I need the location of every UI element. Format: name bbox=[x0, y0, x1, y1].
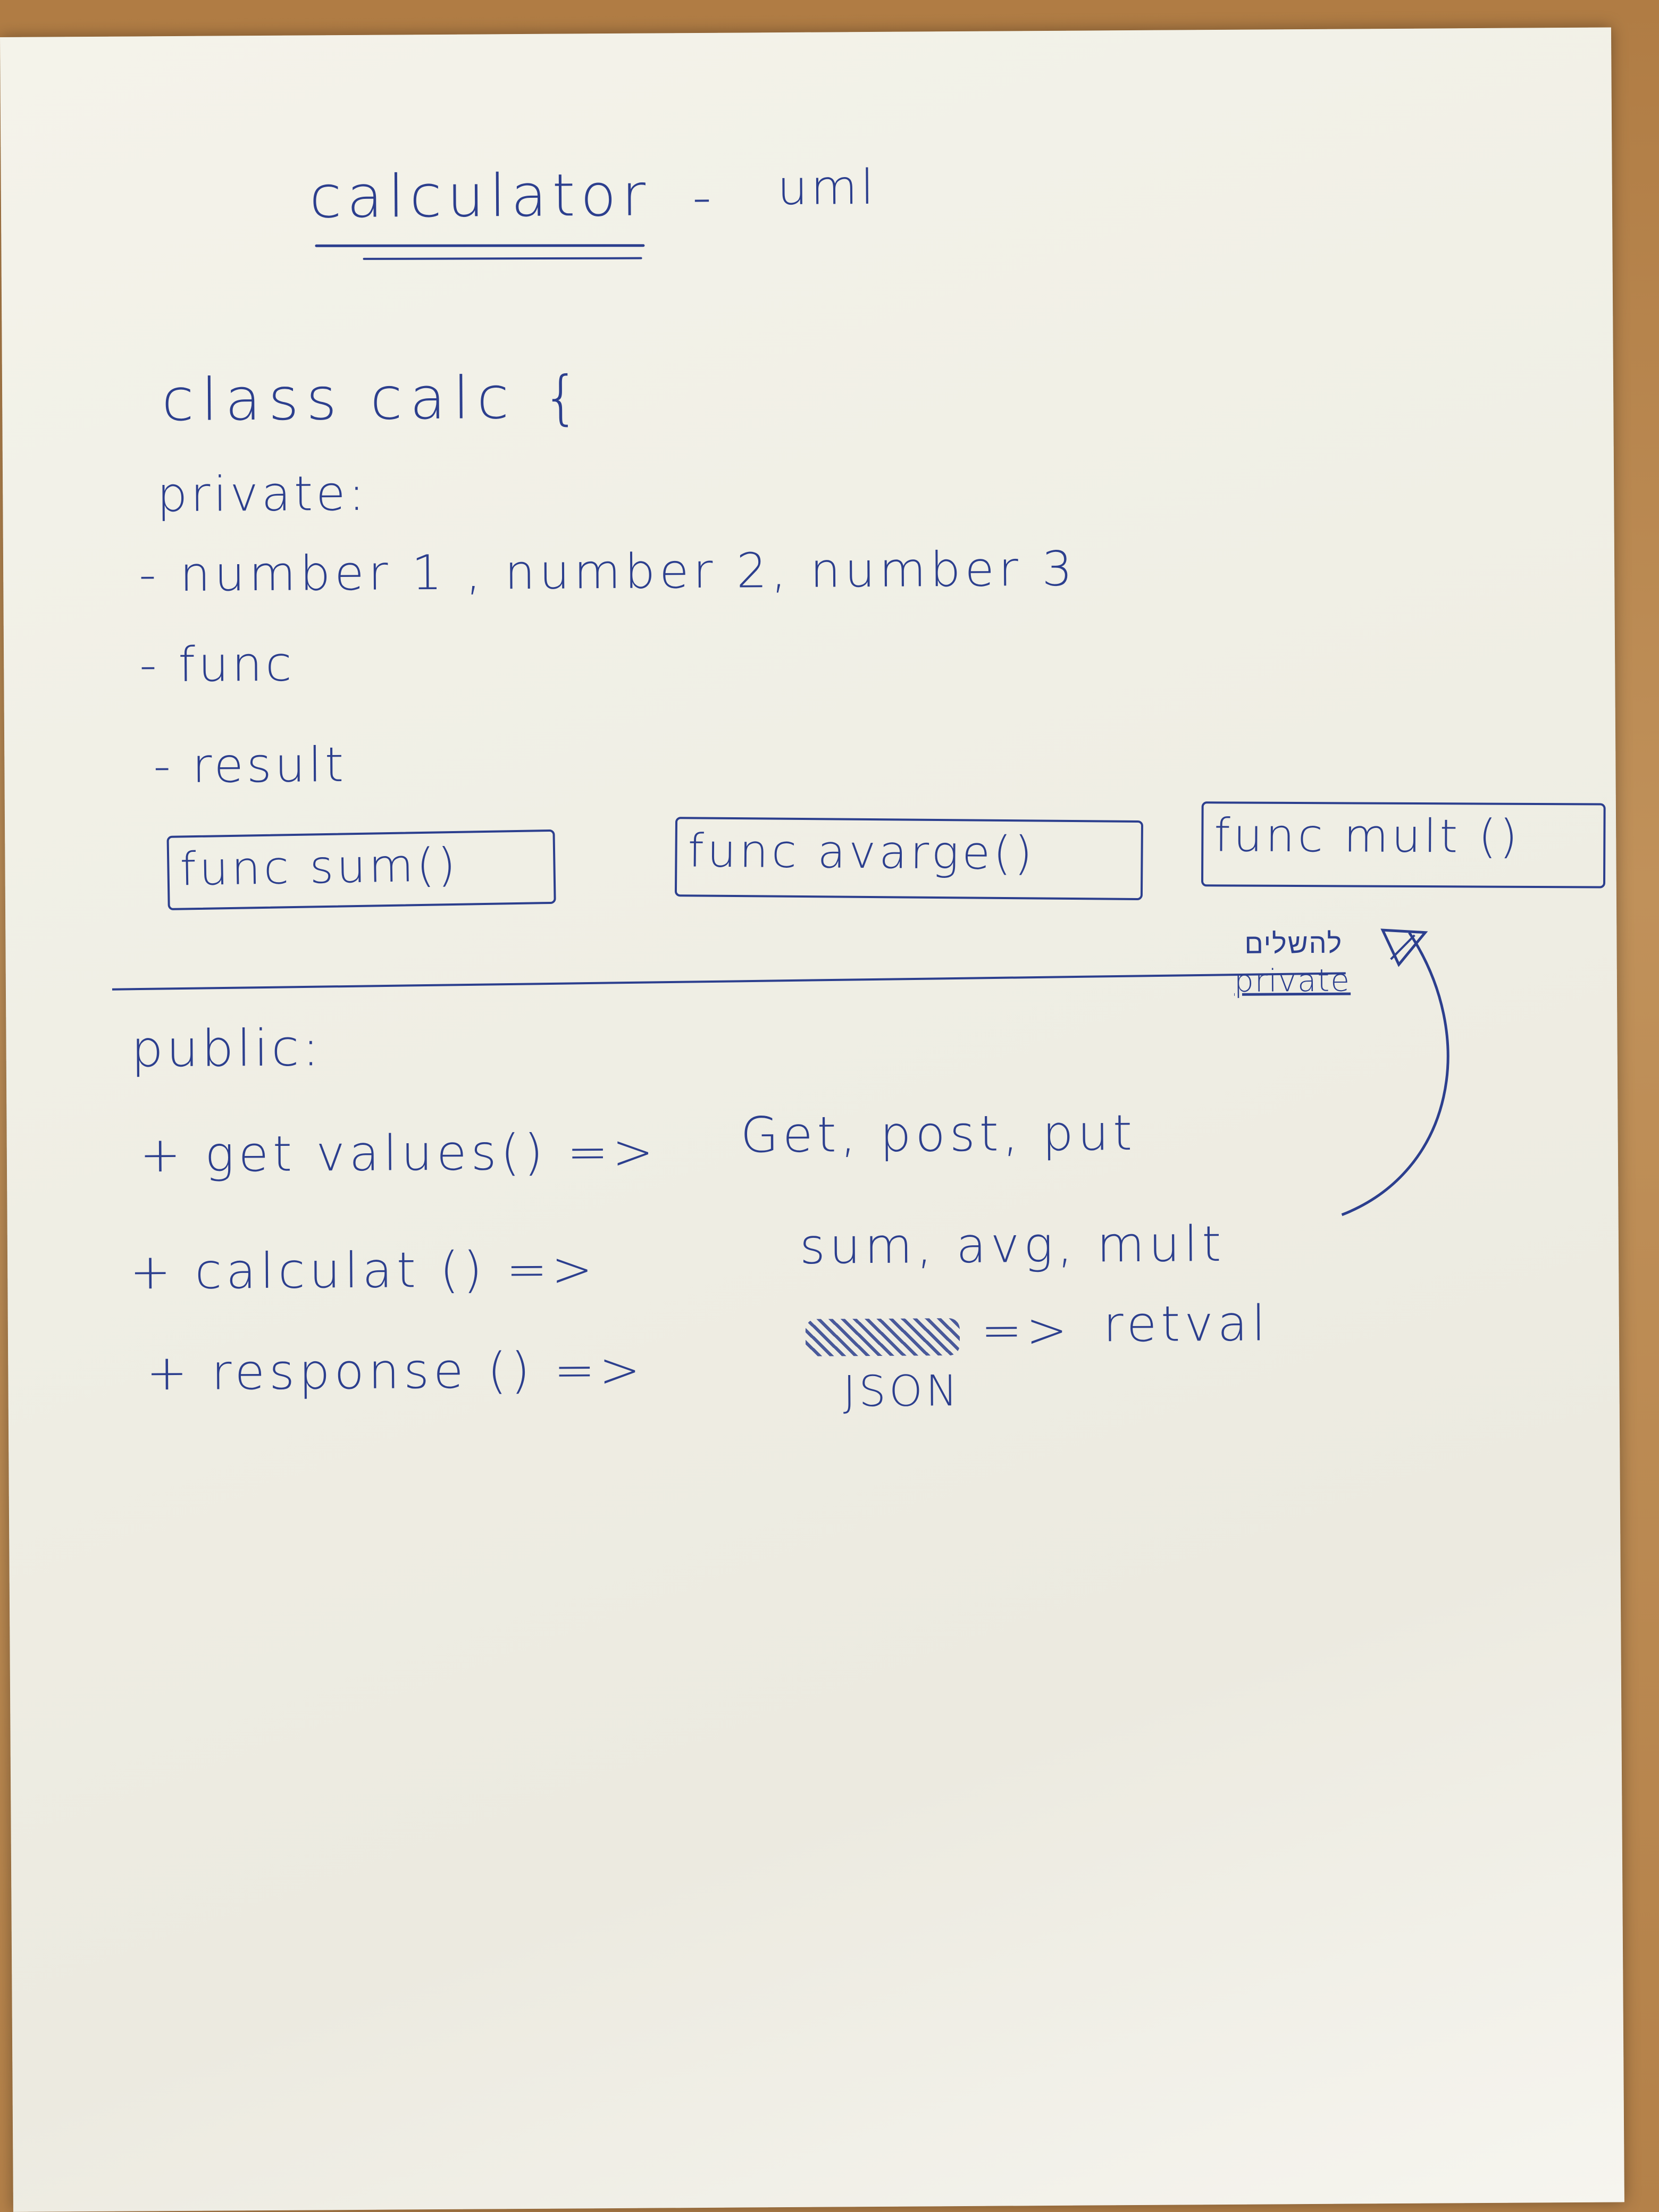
method-response-detail: retval bbox=[1103, 1295, 1270, 1353]
method-get-values: + get values() => bbox=[139, 1123, 658, 1184]
method-calculat-detail: sum, avg, mult bbox=[799, 1215, 1226, 1275]
crossed-out-word bbox=[805, 1318, 960, 1356]
method-response-arrow: => bbox=[981, 1301, 1072, 1359]
method-calculat: + calculat () => bbox=[129, 1241, 597, 1301]
public-label: public: bbox=[131, 1019, 323, 1079]
method-response-json: JSON bbox=[843, 1366, 961, 1417]
method-get-values-detail: Get, post, put bbox=[740, 1104, 1137, 1164]
paper-sheet: calculator - uml class calc { private: -… bbox=[0, 27, 1624, 2212]
annotation-arrow bbox=[1341, 928, 1449, 1216]
method-response: + response () => bbox=[146, 1341, 645, 1402]
